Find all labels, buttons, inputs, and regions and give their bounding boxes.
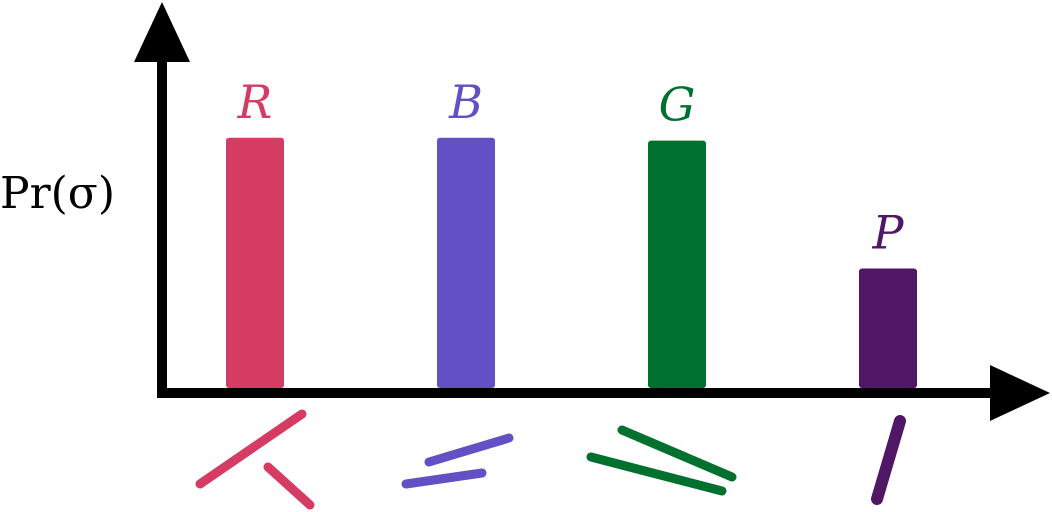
glyph-P [871, 415, 906, 505]
bar-labels: R B G P [237, 75, 905, 260]
x-axis-arrowhead [990, 365, 1050, 421]
bar-series [226, 137, 917, 388]
glyph-G [586, 425, 737, 496]
bar-P [859, 268, 917, 388]
bar-G [648, 140, 706, 388]
y-axis [134, 2, 190, 395]
bar-label-B: B [448, 75, 483, 129]
bar-label-R: R [237, 75, 273, 129]
bar-label-P: P [872, 205, 905, 259]
glyph-B [401, 433, 514, 489]
glyph-R [195, 409, 315, 510]
y-axis-label: Pr(σ) [0, 168, 116, 219]
x-axis [157, 365, 1050, 421]
bar-B [437, 137, 495, 388]
y-axis-arrowhead [134, 2, 190, 62]
bar-R [226, 137, 284, 388]
bar-label-G: G [659, 78, 696, 132]
